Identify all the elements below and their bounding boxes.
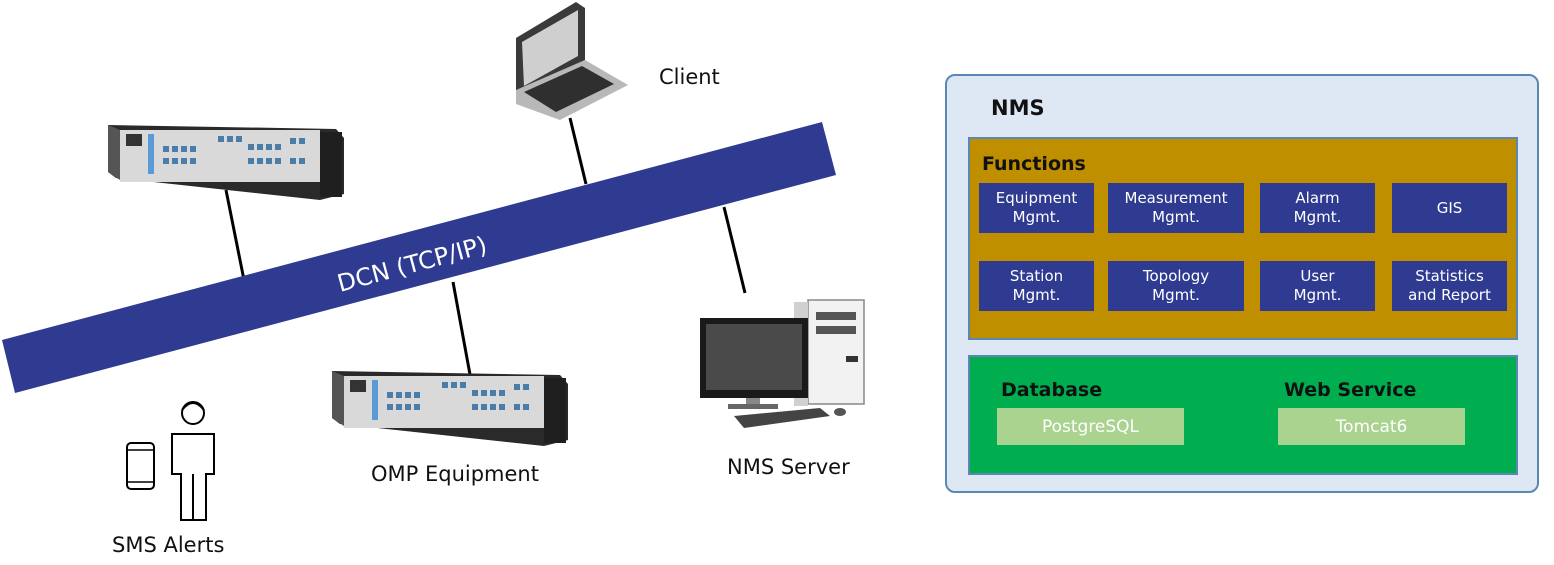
function-user-mgmt: User Mgmt. xyxy=(1260,261,1375,311)
function-gis: GIS xyxy=(1392,183,1507,233)
omp-equipment-label: OMP Equipment xyxy=(371,462,539,486)
function-equipment-mgmt: Equipment Mgmt. xyxy=(979,183,1094,233)
nms-panel: NMS Functions Equipment Mgmt. Measuremen… xyxy=(945,74,1539,493)
network-diagram: DCN (TCP/IP) xyxy=(2,2,865,521)
nms-server-label: NMS Server xyxy=(727,455,850,479)
database-value: PostgreSQL xyxy=(997,408,1184,445)
function-station-mgmt: Station Mgmt. xyxy=(979,261,1094,311)
function-statistics-report: Statistics and Report xyxy=(1392,261,1507,311)
laptop-icon xyxy=(516,2,628,120)
rack-equipment-icon xyxy=(108,125,344,200)
rack-equipment-icon xyxy=(332,371,568,446)
smartphone-icon xyxy=(126,442,155,490)
person-icon xyxy=(171,401,215,521)
dcn-band xyxy=(2,122,836,393)
database-title: Database xyxy=(1001,379,1103,401)
data-services-box: Database PostgreSQL Web Service Tomcat6 xyxy=(968,355,1518,475)
function-measurement-mgmt: Measurement Mgmt. xyxy=(1108,183,1244,233)
link-omp-equipment xyxy=(451,281,473,381)
nms-title: NMS xyxy=(991,96,1045,120)
webservice-value: Tomcat6 xyxy=(1278,408,1465,445)
sms-alerts-label: SMS Alerts xyxy=(112,533,225,557)
function-alarm-mgmt: Alarm Mgmt. xyxy=(1260,183,1375,233)
functions-title: Functions xyxy=(982,153,1086,175)
desktop-server-icon xyxy=(700,299,865,428)
link-server xyxy=(722,206,747,294)
link-client xyxy=(568,117,588,185)
webservice-title: Web Service xyxy=(1284,379,1417,401)
client-label: Client xyxy=(659,65,720,89)
function-topology-mgmt: Topology Mgmt. xyxy=(1108,261,1244,311)
link-top-equipment xyxy=(224,189,246,281)
functions-box: Functions Equipment Mgmt. Measurement Mg… xyxy=(968,137,1518,340)
